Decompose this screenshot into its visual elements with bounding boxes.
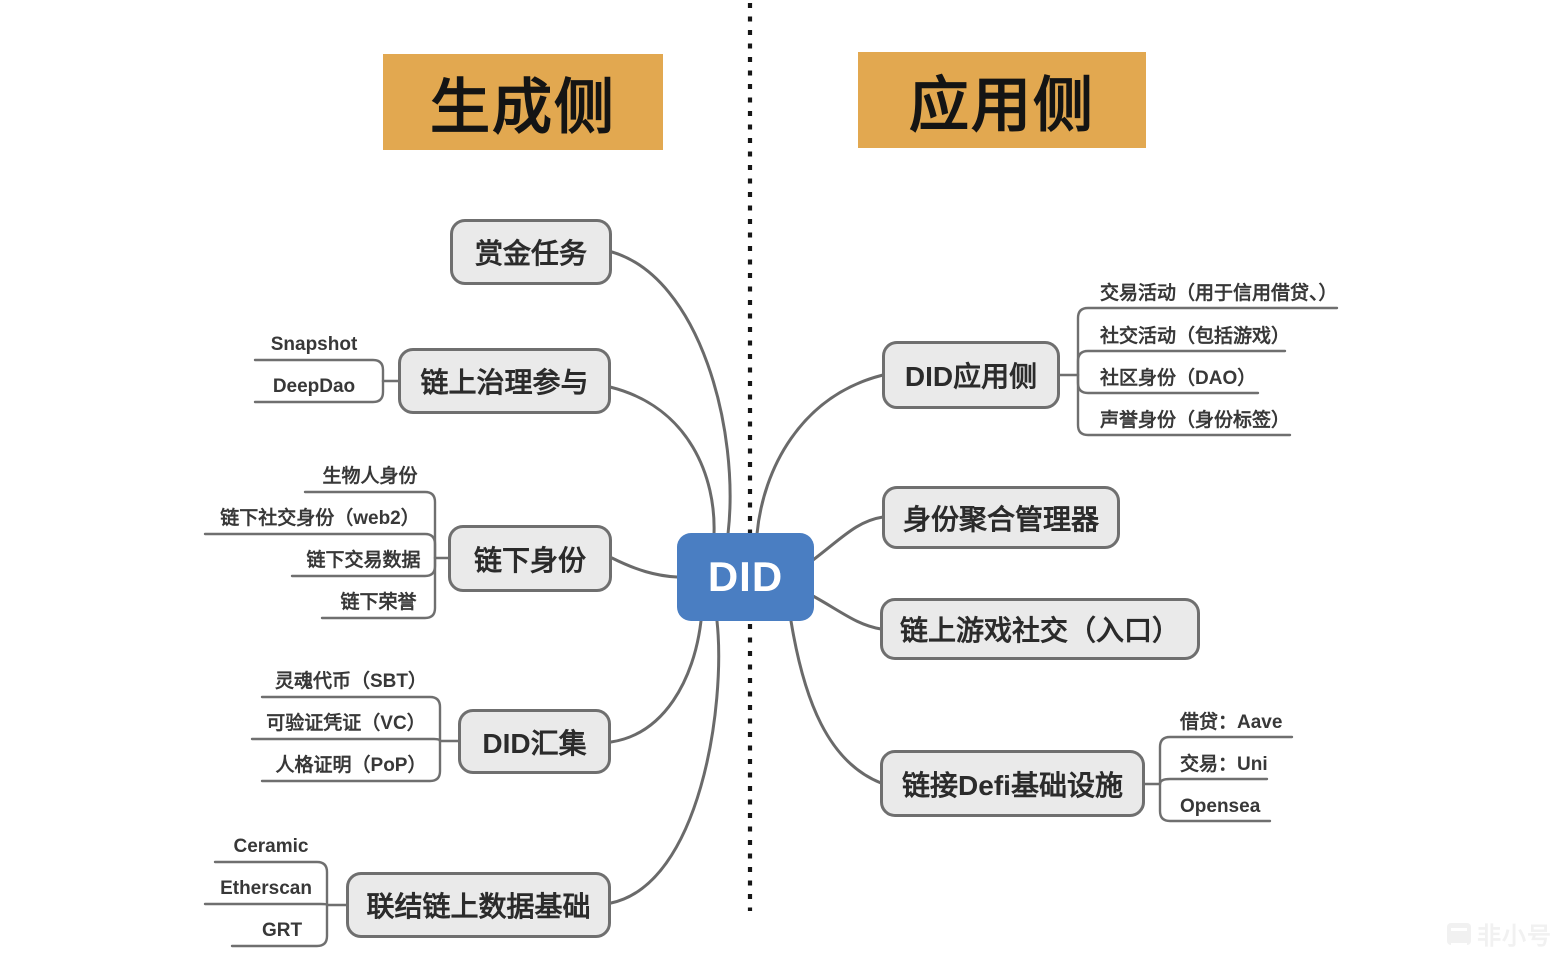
bracket-grt [230, 903, 329, 948]
curve-did-to-app-side [755, 373, 885, 536]
leaf-pop: 人格证明（PoP） [275, 755, 427, 776]
bracket-pop [260, 739, 442, 783]
bracket-offchain-honor [320, 556, 437, 620]
bracket-aave [1158, 735, 1294, 786]
bracket-social-activity [1076, 349, 1287, 377]
curve-did-to-game-social [811, 594, 883, 631]
leaf-etherscan: Etherscan [220, 878, 312, 899]
curve-did-to-did-aggregation [609, 619, 703, 744]
bracket-trading-activity [1076, 306, 1339, 377]
node-offchain-identity: 链下身份 [448, 525, 612, 592]
bracket-sbt [260, 695, 442, 743]
leaf-community-identity: 社区身份（DAO） [1100, 368, 1257, 389]
bracket-uni [1158, 777, 1269, 786]
curve-did-to-bounty [610, 250, 732, 536]
node-bounty-task: 赏金任务 [450, 219, 612, 285]
bracket-offchain-social [203, 532, 437, 560]
leaf-reputation-identity: 声誉身份（身份标签） [1100, 410, 1291, 431]
leaf-vc: 可验证凭证（VC） [266, 713, 426, 734]
leaf-trading-uni: 交易：Uni [1180, 754, 1268, 775]
leaf-lending-aave: 借贷：Aave [1180, 712, 1283, 733]
feixiaohao-logo-icon [1447, 922, 1471, 946]
curve-did-to-identity-aggregator [811, 515, 885, 562]
watermark-text: 非小号 [1477, 923, 1552, 950]
leaf-sbt: 灵魂代币（SBT） [274, 671, 427, 692]
bracket-opensea [1158, 782, 1272, 823]
leaf-opensea: Opensea [1180, 796, 1261, 817]
bracket-ceramic [213, 860, 329, 907]
leaf-offchain-tx-data: 链下交易数据 [306, 550, 421, 571]
bracket-bio-identity [303, 490, 437, 560]
curve-did-to-defi [789, 619, 883, 785]
leaf-snapshot: Snapshot [270, 334, 358, 355]
leaf-bio-identity: 生物人身份 [322, 466, 418, 487]
bracket-snapshot [253, 358, 385, 383]
node-defi-infrastructure: 链接Defi基础设施 [880, 750, 1145, 817]
node-onchain-game-social: 链上游戏社交（入口） [880, 598, 1200, 660]
curve-did-to-onchain-data [609, 619, 721, 905]
bracket-etherscan [203, 902, 329, 907]
leaf-deepdao: DeepDao [272, 376, 356, 397]
leaf-ceramic: Ceramic [233, 836, 309, 857]
node-onchain-governance: 链上治理参与 [398, 348, 611, 414]
bracket-reputation-identity [1076, 373, 1292, 437]
watermark-feixiaohao: 非小号 [1447, 916, 1552, 951]
node-did-aggregation: DID汇集 [458, 709, 611, 774]
curve-did-to-governance [608, 385, 716, 536]
node-did-app-side: DID应用侧 [882, 341, 1060, 409]
leaf-offchain-social-identity: 链下社交身份（web2） [220, 508, 420, 529]
header-generation-side: 生成侧 [383, 54, 663, 150]
curve-did-to-offchain-identity [610, 556, 679, 579]
leaf-trading-activity: 交易活动（用于信用借贷、） [1100, 283, 1338, 304]
node-identity-aggregator: 身份聚合管理器 [882, 486, 1120, 549]
leaf-social-activity: 社交活动（包括游戏） [1100, 326, 1291, 347]
header-application-side: 应用侧 [858, 52, 1146, 148]
node-link-onchain-data: 联结链上数据基础 [346, 872, 611, 938]
leaf-grt: GRT [261, 920, 303, 941]
leaf-offchain-honor: 链下荣誉 [340, 592, 417, 613]
bracket-deepdao [253, 379, 385, 404]
bracket-vc [250, 737, 442, 743]
node-did-center: DID [677, 533, 814, 621]
